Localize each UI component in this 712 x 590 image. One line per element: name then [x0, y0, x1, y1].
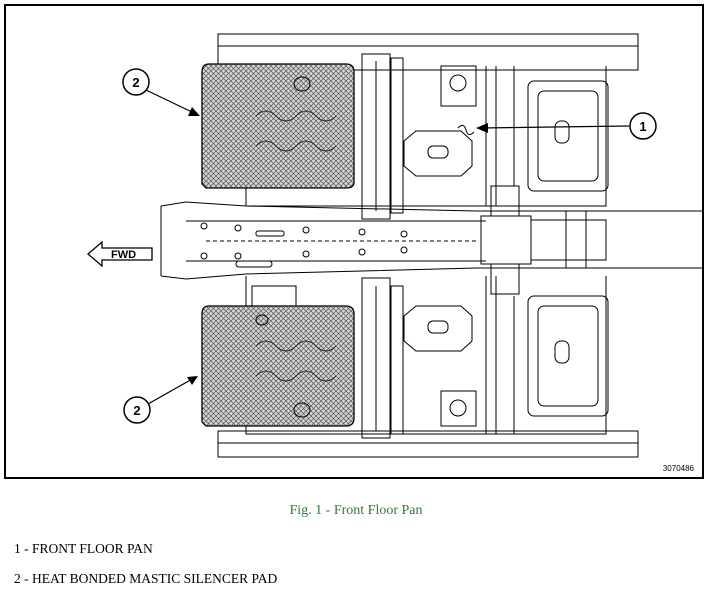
legend-item-1: 1 - FRONT FLOOR PAN	[14, 541, 153, 556]
callout-2-top: 2	[122, 68, 200, 116]
figure-caption: Fig. 1 - Front Floor Pan	[289, 503, 423, 518]
callout-1: 1	[476, 112, 657, 140]
fwd-arrow: FWD	[87, 240, 153, 268]
silencer-pad-bottom	[201, 305, 355, 427]
callout-2-top-number: 2	[132, 75, 139, 90]
figure-id: 3070486	[662, 464, 694, 473]
callout-2-bottom: 2	[123, 376, 198, 424]
figure-frame: FWD 1 2 2 3070486	[4, 4, 704, 479]
floor-pan-diagram: FWD 1 2 2	[87, 33, 702, 458]
front-floor-pan	[160, 33, 702, 458]
silencer-pad-top	[201, 63, 355, 189]
legend-item-2: 2 - HEAT BONDED MASTIC SILENCER PAD	[14, 571, 278, 586]
callout-1-number: 1	[639, 119, 646, 134]
callout-2-bottom-number: 2	[133, 403, 140, 418]
fwd-label: FWD	[111, 249, 136, 261]
